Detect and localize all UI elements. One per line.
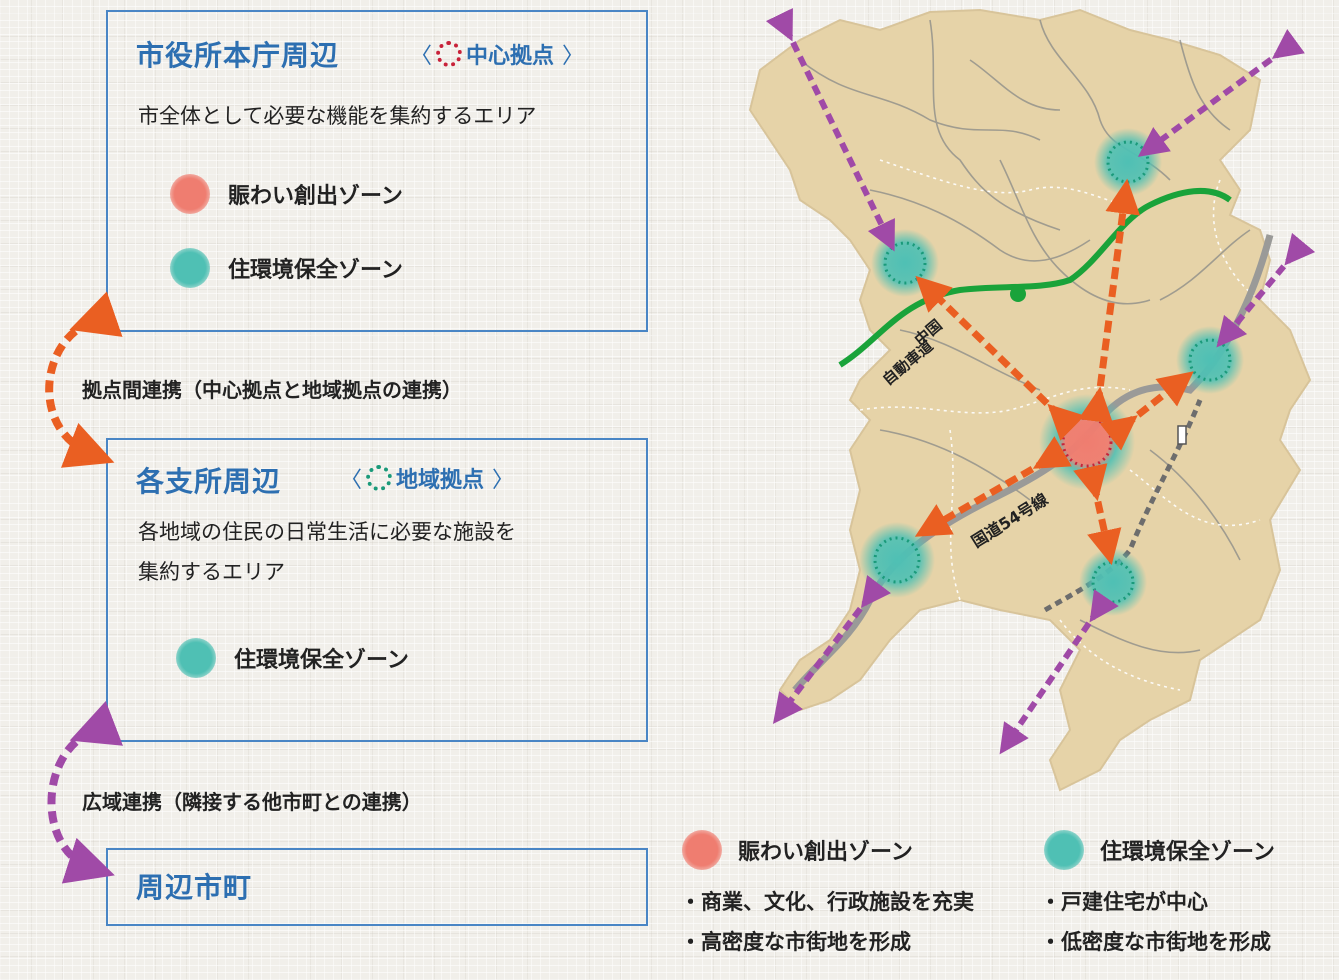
bracket-open: 〈 bbox=[410, 44, 433, 69]
wide-link-northeast bbox=[1137, 29, 1305, 157]
legend-red-item-2: ・高密度な市街地を形成 bbox=[680, 930, 911, 954]
regional-box-top-border bbox=[106, 438, 648, 440]
central-hub-badge: 〈 中心拠点 〉 bbox=[410, 38, 584, 70]
bracket-open: 〈 bbox=[340, 468, 363, 493]
central-hub-panel bbox=[106, 10, 648, 332]
regional-zone-teal: 住環境保全ゾーン bbox=[176, 638, 409, 678]
regional-hub-west-ring bbox=[883, 241, 927, 285]
regional-hub-southwest bbox=[859, 522, 935, 598]
left-arrows bbox=[45, 291, 124, 884]
regional-hub-panel bbox=[106, 438, 648, 742]
regional-hub-southwest-ring bbox=[873, 536, 921, 584]
wide-area-curved-arrow bbox=[47, 700, 124, 884]
bracket-close: 〉 bbox=[492, 468, 515, 493]
regional-ring-icon bbox=[366, 465, 393, 491]
bracket-close: 〉 bbox=[562, 44, 585, 69]
center-ring-icon bbox=[436, 41, 463, 67]
station-marker bbox=[1177, 425, 1187, 445]
link-center-east bbox=[1099, 371, 1194, 451]
central-hub-description: 市全体として必要な機能を集約するエリア bbox=[138, 104, 537, 128]
wide-link-northwest bbox=[765, 7, 895, 252]
central-zone-teal-label: 住環境保全ゾーン bbox=[228, 258, 403, 283]
wide-area-link-label: 広域連携（隣接する他市町との連携） bbox=[82, 790, 422, 814]
red-zone-icon bbox=[682, 830, 722, 870]
central-box-bottom-border bbox=[106, 330, 648, 332]
neighbor-box-bottom-border bbox=[106, 924, 648, 926]
wide-area-arrows bbox=[765, 7, 1316, 755]
central-zone-red-label: 賑わい創出ゾーン bbox=[228, 184, 403, 209]
link-center-west bbox=[915, 275, 1085, 441]
central-hub-title: 市役所本庁周辺 bbox=[136, 39, 340, 72]
link-center-south bbox=[1073, 463, 1122, 566]
teal-zone-icon bbox=[176, 638, 216, 678]
regional-hub-west bbox=[871, 229, 939, 297]
inter-hub-link-label: 拠点間連携（中心拠点と地域拠点の連携） bbox=[82, 378, 462, 402]
teal-zone-icon bbox=[170, 248, 210, 288]
central-zone-red: 賑わい創出ゾーン bbox=[170, 174, 403, 214]
central-hub-label: 中心拠点 bbox=[466, 44, 555, 69]
regional-hub-title: 各支所周辺 bbox=[136, 465, 282, 498]
regional-hub-label: 地域拠点 bbox=[396, 468, 485, 493]
regional-hub-badge: 〈 地域拠点 〉 bbox=[340, 462, 514, 494]
regional-hub-east bbox=[1176, 326, 1244, 394]
neighbor-title: 周辺市町 bbox=[136, 871, 253, 904]
wide-link-east bbox=[1216, 232, 1316, 348]
central-zone-teal: 住環境保全ゾーン bbox=[170, 248, 403, 288]
legend-red-zone-label: 賑わい創出ゾーン bbox=[738, 840, 913, 865]
interchange-marker bbox=[1010, 286, 1026, 302]
regional-zone-teal-label: 住環境保全ゾーン bbox=[234, 648, 409, 673]
neighbor-panel bbox=[106, 848, 648, 926]
regional-hub-north bbox=[1094, 128, 1162, 196]
central-box-top-border bbox=[106, 10, 648, 12]
link-center-southwest bbox=[914, 436, 1072, 537]
legend-teal-item-2: ・低密度な市街地を形成 bbox=[1040, 930, 1271, 954]
legend-teal-zone-label: 住環境保全ゾーン bbox=[1100, 840, 1275, 865]
inter-hub-arrows bbox=[914, 178, 1194, 566]
neighbor-box-top-border bbox=[106, 848, 648, 850]
regional-box-bottom-border bbox=[106, 740, 648, 742]
inter-hub-curved-arrow bbox=[45, 291, 123, 468]
legend-teal-item-1: ・戸建住宅が中心 bbox=[1040, 890, 1208, 914]
wide-link-south bbox=[999, 589, 1119, 755]
teal-zone-icon bbox=[1044, 830, 1084, 870]
legend-red-zone: 賑わい創出ゾーン bbox=[682, 830, 913, 870]
regional-hub-east-ring bbox=[1188, 338, 1232, 382]
regional-hub-description-1: 各地域の住民の日常生活に必要な施設を bbox=[138, 520, 516, 544]
wide-link-southwest bbox=[772, 574, 892, 724]
legend-teal-zone: 住環境保全ゾーン bbox=[1044, 830, 1275, 870]
regional-hub-south bbox=[1079, 548, 1147, 616]
legend-red-item-1: ・商業、文化、行政施設を充実 bbox=[680, 890, 974, 914]
red-zone-icon bbox=[170, 174, 210, 214]
regional-hub-description-2: 集約するエリア bbox=[138, 560, 285, 584]
city-map: 中国 自動車道 国道54号線 bbox=[748, 7, 1316, 792]
